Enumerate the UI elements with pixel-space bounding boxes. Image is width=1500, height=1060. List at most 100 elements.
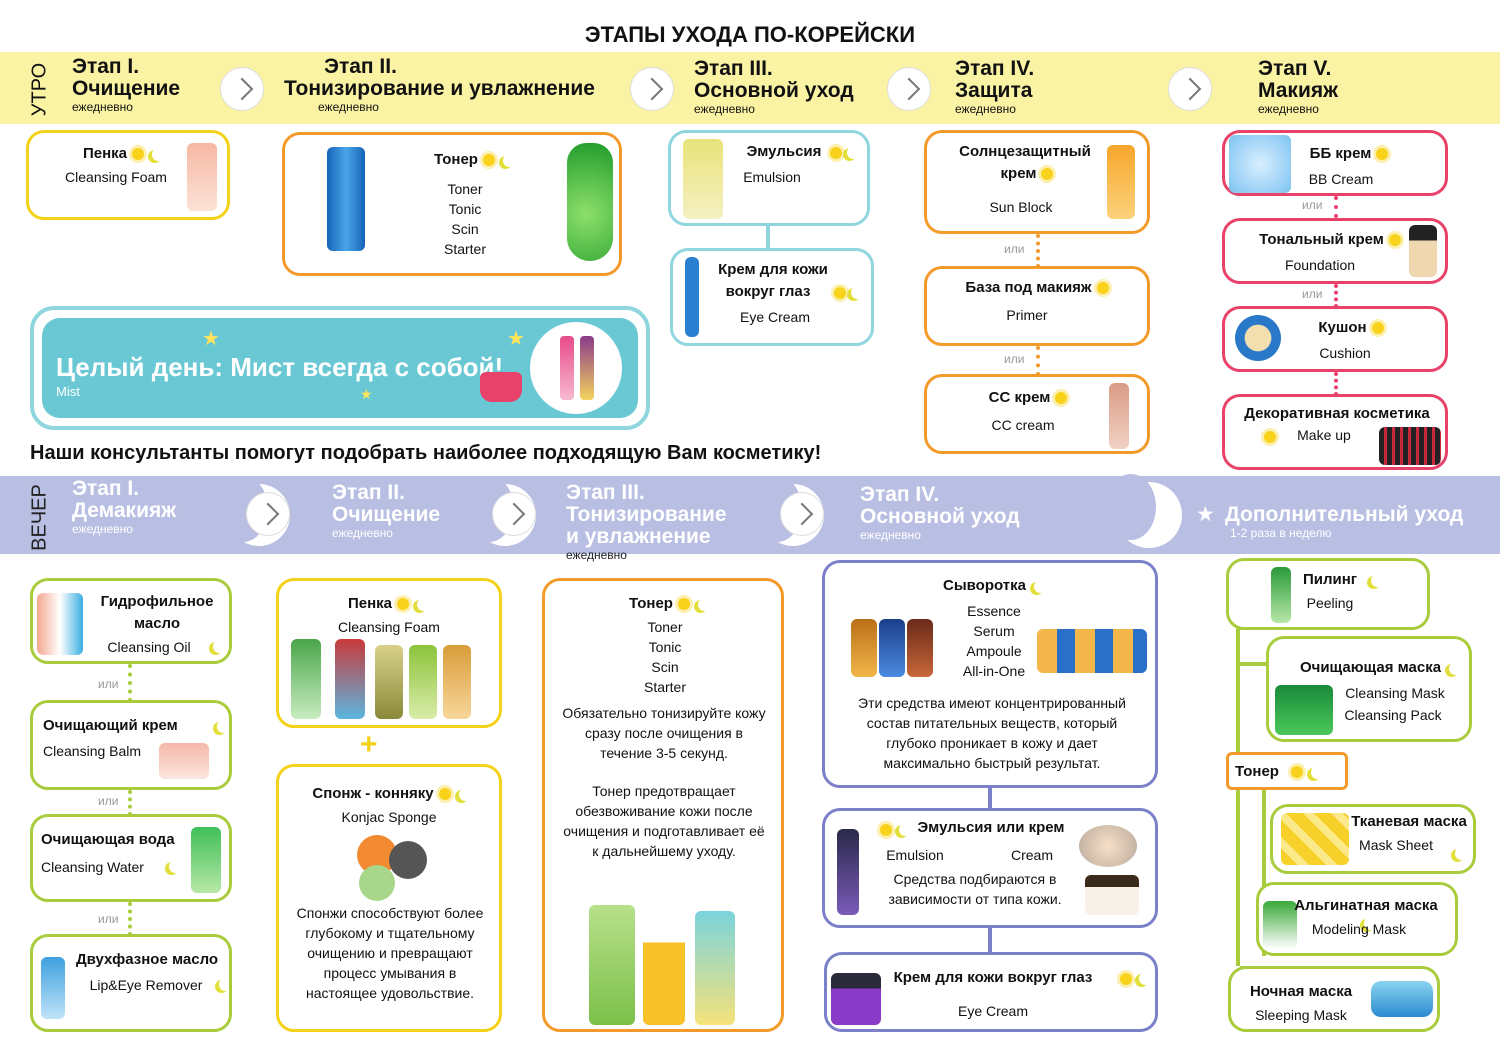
evening-stage-1: Этап I. Демакияж ежедневно (72, 477, 177, 537)
connector (988, 788, 992, 810)
product-image (685, 257, 699, 337)
moon-icon (1139, 972, 1152, 985)
connector (128, 790, 132, 816)
star-icon: ★ (202, 328, 220, 350)
product-image (831, 973, 881, 1025)
product-image (291, 639, 321, 719)
sun-icon (132, 148, 145, 161)
moon-icon (152, 148, 165, 161)
evening-toner-box: Тонер (1226, 752, 1348, 790)
morning-stage-1: Этап I. Очищение ежедневно (72, 55, 181, 115)
product-image (589, 905, 635, 1025)
consult-text: Наши консультанты помогут подобрать наиб… (30, 442, 822, 464)
evening-biphase-card: Двухфазное масло Lip&Eye Remover (30, 934, 232, 1032)
product-image (409, 645, 437, 719)
morning-eye-card: Крем для кожи вокруг глаз Eye Cream (670, 248, 874, 346)
connector (1334, 196, 1338, 218)
morning-sunblock-card: Солнцезащитный крем Sun Block (924, 130, 1150, 234)
moon-icon (169, 860, 182, 873)
evening-label: ВЕЧЕР (28, 484, 51, 551)
morning-stage-5: Этап V. Макияж ежедневно (1258, 57, 1338, 117)
morning-emulsion-card: Эмульсия Emulsion (668, 130, 870, 226)
chevron-right-icon (780, 492, 824, 536)
evening-sleeping-mask-card: Ночная маска Sleeping Mask (1228, 966, 1440, 1032)
mist-banner: ★ ★ ★ Целый день: Мист всегда с собой! M… (30, 306, 650, 430)
sun-icon (677, 598, 690, 611)
evening-stage-5: ★Дополнительный уход 1-2 раза в неделю (1196, 503, 1464, 541)
moon-icon (1449, 662, 1462, 675)
connector (128, 664, 132, 702)
chevron-right-icon (1168, 67, 1212, 111)
evening-alginate-card: Альгинатная маска Modeling Mask (1256, 882, 1458, 956)
product-image (907, 619, 933, 677)
product-image (443, 645, 471, 719)
moon-icon (698, 598, 711, 611)
evening-stage-2: Этап II. Очищение ежедневно (332, 481, 441, 541)
sun-icon (438, 788, 451, 801)
product-image (1263, 901, 1297, 949)
evening-oil-card: Гидрофильное масло Cleansing Oil (30, 578, 232, 664)
morning-cc-card: СС крем CC cream (924, 374, 1150, 454)
product-image (191, 827, 221, 893)
product-image (187, 143, 217, 211)
product-image (41, 957, 65, 1019)
product-image (359, 865, 395, 901)
product-image (643, 907, 685, 1025)
product-image (1275, 685, 1333, 735)
product-image (837, 829, 859, 915)
sun-icon (1371, 322, 1384, 335)
sun-icon (1376, 148, 1389, 161)
product-image (567, 143, 613, 261)
moon-icon (213, 640, 226, 653)
evening-balm-card: Очищающий крем Cleansing Balm (30, 700, 232, 790)
connector (128, 902, 132, 936)
sun-icon (1290, 766, 1303, 779)
moon-icon (1455, 847, 1468, 860)
chevron-right-icon (492, 492, 536, 536)
product-image (851, 619, 877, 677)
product-image (389, 841, 427, 879)
moon-icon (1371, 574, 1384, 587)
sun-icon (397, 598, 410, 611)
sun-icon (880, 824, 892, 836)
sun-icon (482, 154, 495, 167)
morning-stage-3: Этап III. Основной уход ежедневно (694, 57, 854, 117)
plus-icon: + (360, 728, 378, 761)
moon-icon (1106, 474, 1182, 548)
product-image (159, 743, 209, 779)
morning-bb-card: ББ крем BB Cream (1222, 130, 1448, 196)
moon-icon (847, 146, 860, 159)
mist-title: Целый день: Мист всегда с собой! (56, 352, 504, 382)
evening-cleansing-mask-card: Очищающая маска Cleansing Mask Cleansing… (1266, 636, 1472, 742)
product-image (1107, 145, 1135, 219)
product-image (327, 147, 365, 251)
product-image (1109, 383, 1129, 449)
product-image (1409, 225, 1437, 277)
evening-water-card: Очищающая вода Cleansing Water (30, 814, 232, 902)
product-image (375, 645, 403, 719)
star-icon: ★ (360, 386, 373, 402)
sun-icon (1041, 168, 1054, 181)
evening-sponge-card: Спонж - конняку Konjac Sponge Спонжи спо… (276, 764, 502, 1032)
sun-icon (1264, 431, 1276, 443)
sun-icon (834, 287, 846, 299)
chevron-right-icon (246, 492, 290, 536)
moon-icon (851, 286, 864, 299)
connector (1262, 788, 1266, 956)
product-image (1379, 427, 1441, 465)
mist-sub: Mist (56, 384, 80, 399)
moon-icon (459, 788, 472, 801)
morning-primer-card: База под макияж Primer (924, 266, 1150, 346)
morning-foundation-card: Тональный крем Foundation (1222, 218, 1448, 284)
connector (1036, 234, 1040, 268)
product-image (879, 619, 905, 677)
morning-foam-card: Пенка Cleansing Foam (26, 130, 230, 220)
sun-icon (1388, 234, 1401, 247)
morning-makeup-card: Декоративная косметика Make up (1222, 394, 1448, 470)
connector (1334, 284, 1338, 308)
moon-icon (417, 598, 430, 611)
evening-emulsion-cream-card: Эмульсия или крем Emulsion Cream Средств… (822, 808, 1158, 928)
